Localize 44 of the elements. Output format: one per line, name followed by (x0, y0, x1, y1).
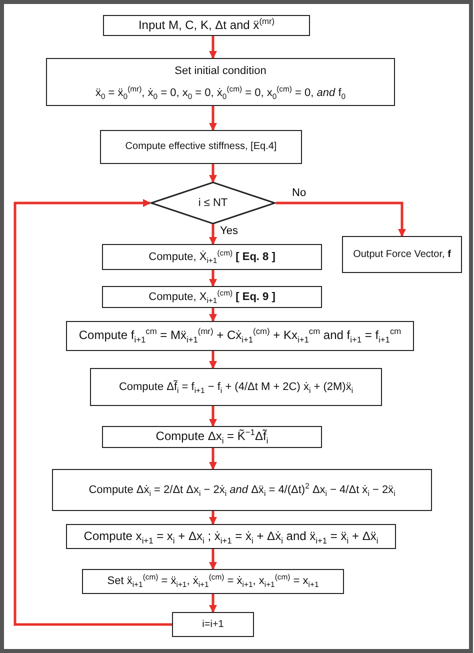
process-box (102, 426, 322, 448)
arrow (14, 199, 172, 626)
arrow (209, 36, 217, 59)
formula-text: Compute Δx$_{i}$ = K̃$^{−1}$Δf̃$_{i}$ (156, 430, 268, 444)
arrow (276, 202, 406, 237)
counter-box (172, 612, 254, 637)
process-box (100, 130, 302, 164)
formula-text: Set ẍ$_{i+1}$$^{(cm)}$ = ẍ$_{i+1}$, ẋ$_{i+1}$$^{(cm)}$ = ẋ$_{i+1}$, x$_{i+1}$$^{(cm)}$ = x$_{i+1}$ (107, 575, 319, 588)
step-text: ẍ$_{0}$ = ẍ$_{0}$$^{(mr)}$, ẋ$_{0}$ = 0, x$_{0}$ = 0, ẋ$_{0}$$^{(cm)}$ = 0, x$_{0}$$^{(cm)}$ = 0, and f$_{0}$ (95, 86, 346, 100)
arrow (209, 106, 217, 131)
step-text: Compute effective stiffness, [Eq.4] (125, 141, 277, 153)
condition-text: i ≤ NT (198, 196, 228, 210)
process-box (46, 58, 395, 106)
arrow (209, 549, 217, 570)
arrow (209, 308, 217, 322)
arrow (209, 351, 217, 369)
process-box (342, 236, 462, 273)
formula-text: Compute x$_{i+1}$ = x$_{i}$ + Δx$_{i}$ ; ẋ$_{i+1}$ = ẋ$_{i}$ + Δẋ$_{i}$ and ẍ$_{i+1}$ = ẍ$_{i}$ + Δẍ$_{i}$ (84, 530, 378, 544)
step-text: Input M, C, K, Δt and ẍ$^{(mr)}$ (138, 18, 275, 32)
decision-diamond (150, 182, 276, 224)
formula-text: Compute, Ẋ$_{i+1}$$^{(cm)}$ [ Eq. 8 ] (148, 250, 276, 264)
step-text: Set initial condition (174, 64, 266, 78)
edge-label: No (291, 187, 308, 199)
process-box (102, 286, 322, 308)
arrow (209, 594, 217, 613)
step-text: Output Force Vector, f (353, 248, 451, 260)
formula-text: Compute Δẋ$_{i}$ = 2/Δt Δx$_{i}$ − 2ẋ$_{i}$ and Δẍ$_{i}$ = 4/(Δt)$^{2}$ Δx$_{i}$ − 4/Δt ẋ$_{i}$ − 2ẍ$_{i}$ (88, 484, 396, 496)
arrow (209, 448, 217, 470)
process-box (66, 321, 414, 351)
step-text: i=i+1 (202, 618, 224, 630)
process-box (102, 244, 322, 270)
arrow (209, 270, 217, 287)
arrow (209, 164, 217, 183)
formula-text: Compute, X$_{i+1}$$^{(cm)}$ [ Eq. 9 ] (148, 290, 276, 304)
process-box (66, 524, 396, 549)
arrow (209, 224, 217, 245)
process-box (103, 15, 310, 36)
arrow (209, 511, 217, 525)
formula-text: Compute Δf̃$_{i}$ = f$_{i+1}$ − f$_{i}$ + (4/Δt M + 2C) ẋ$_{i}$ + (2M)ẍ$_{i}$ (118, 380, 354, 394)
process-box (52, 469, 432, 511)
process-box (90, 368, 382, 406)
edge-label: Yes (219, 225, 239, 237)
process-box (82, 569, 344, 594)
arrow (209, 406, 217, 427)
